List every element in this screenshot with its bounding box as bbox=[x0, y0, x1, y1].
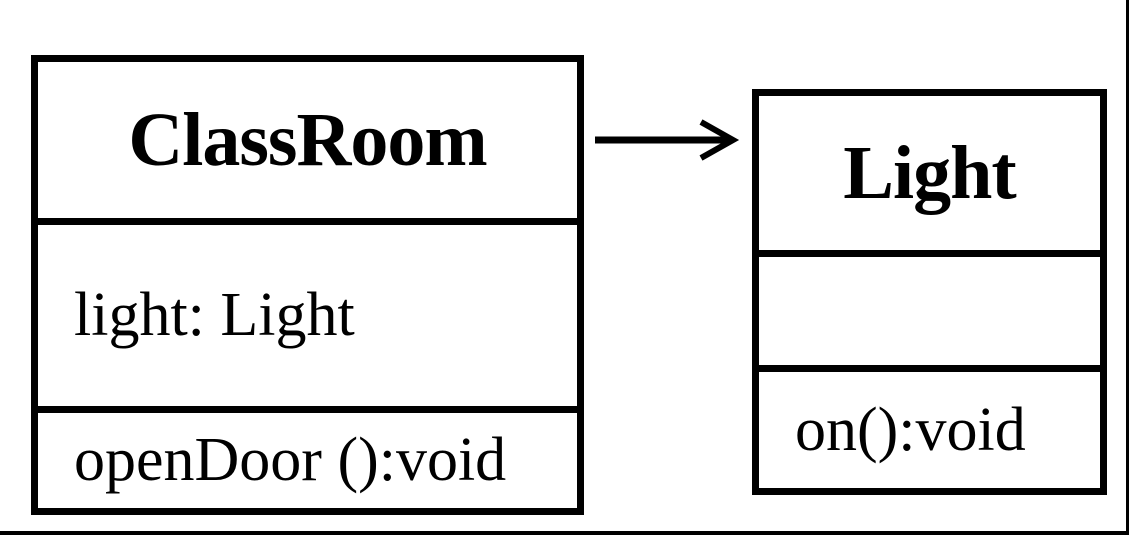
class-box-light: Light on():void bbox=[752, 89, 1107, 495]
classroom-class-name: ClassRoom bbox=[128, 97, 487, 182]
association-arrowhead-icon bbox=[699, 119, 740, 161]
image-border-bottom bbox=[0, 531, 1129, 535]
classroom-attribute-light: light: Light bbox=[74, 281, 355, 349]
light-class-name: Light bbox=[843, 130, 1016, 215]
image-border-right bbox=[1126, 0, 1129, 535]
light-method-on: on():void bbox=[795, 395, 1026, 464]
classroom-method-opendoor: openDoor ():void bbox=[74, 426, 507, 494]
classroom-attributes-compartment: light: Light bbox=[38, 218, 577, 406]
class-box-classroom: ClassRoom light: Light openDoor ():void bbox=[31, 55, 584, 515]
association-arrow bbox=[595, 119, 740, 161]
light-name-compartment: Light bbox=[759, 96, 1100, 250]
classroom-methods-compartment: openDoor ():void bbox=[38, 406, 577, 508]
light-attributes-compartment-empty bbox=[759, 250, 1100, 365]
light-methods-compartment: on():void bbox=[759, 365, 1100, 488]
classroom-name-compartment: ClassRoom bbox=[38, 62, 577, 218]
